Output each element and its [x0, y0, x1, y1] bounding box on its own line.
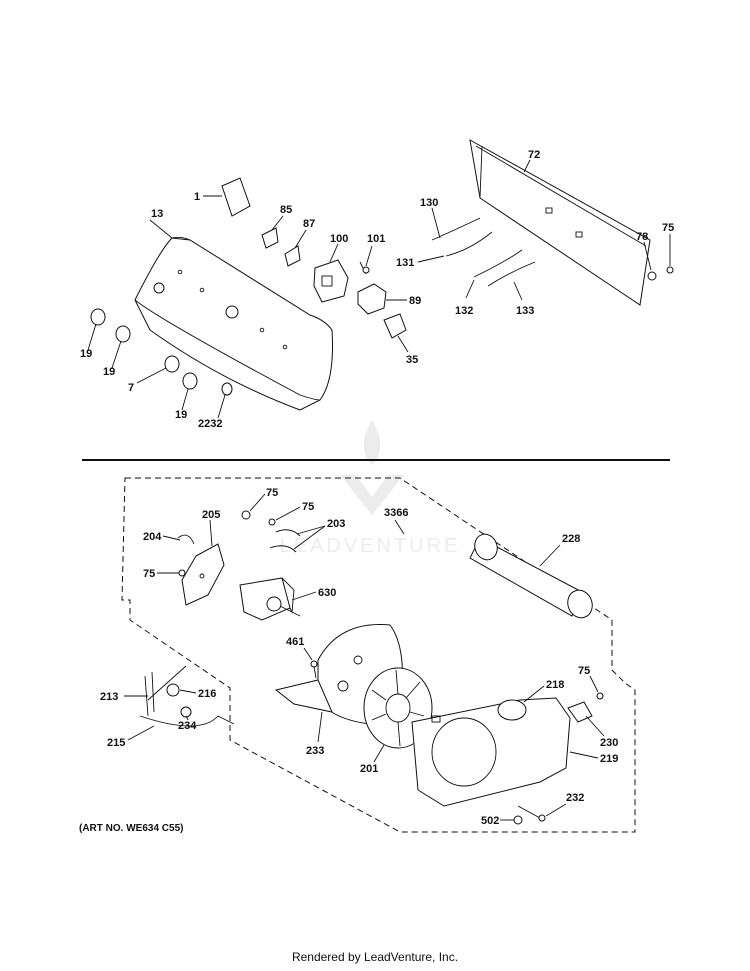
label-461: 461: [286, 636, 304, 648]
label-75a: 75: [662, 222, 674, 234]
label-218: 218: [546, 679, 564, 691]
label-19c: 19: [175, 409, 187, 421]
label-230: 230: [600, 737, 618, 749]
label-630: 630: [318, 587, 336, 599]
label-131: 131: [396, 257, 414, 269]
part-13-control-panel: 13: [134, 208, 333, 411]
part-72-rear-plate: 72: [469, 139, 651, 306]
label-233: 233: [306, 745, 324, 757]
part-218-thermostat: 218: [497, 679, 564, 721]
footer-credit: Rendered by LeadVenture, Inc.: [291, 950, 459, 964]
wire-harnesses: 130 131 132 133: [396, 197, 536, 317]
part-219-rear-duct: 219: [411, 697, 618, 807]
part-78-75-fasteners: 78 75: [636, 222, 674, 281]
label-87: 87: [303, 218, 315, 230]
assembly-outline: [121, 477, 636, 833]
label-2232: 2232: [198, 418, 222, 430]
label-132: 132: [455, 305, 473, 317]
part-228-vent-duct: 228: [469, 533, 593, 619]
art-number: (ART NO. WE634 C55): [79, 823, 183, 834]
part-461-screw: 461: [286, 636, 318, 679]
label-75d: 75: [302, 501, 314, 513]
label-201: 201: [360, 763, 378, 775]
label-216: 216: [198, 688, 216, 700]
label-234: 234: [178, 720, 197, 732]
knobs: 19 19 7 19 2232: [80, 308, 233, 430]
part-230-sensor: 75 230: [567, 665, 618, 749]
label-205: 205: [202, 509, 220, 521]
label-72: 72: [528, 149, 540, 161]
part-100-timer: 100 101: [313, 233, 385, 303]
part-232-502-screws: 232 502: [481, 792, 584, 827]
label-203: 203: [327, 518, 345, 530]
label-78: 78: [636, 231, 648, 243]
label-502: 502: [481, 815, 499, 827]
label-75e: 75: [578, 665, 590, 677]
label-13: 13: [151, 208, 163, 220]
label-3366: 3366: [384, 507, 408, 519]
label-213: 213: [100, 691, 118, 703]
label-228: 228: [562, 533, 580, 545]
label-1: 1: [194, 191, 200, 203]
label-89: 89: [409, 295, 421, 307]
label-219: 219: [600, 753, 618, 765]
label-75b: 75: [143, 568, 155, 580]
part-203-clips: 75 75 203: [241, 487, 345, 553]
part-89-35-switches: 89 35: [357, 283, 421, 366]
watermark: LEADVENTURE: [280, 420, 461, 557]
label-101: 101: [367, 233, 385, 245]
part-213-idler-assembly: 213 216 234 215: [100, 665, 235, 749]
part-85-87-switches: 85 87: [261, 204, 315, 267]
part-205-motor-bracket: 205 204 75: [143, 509, 225, 606]
watermark-text: LEADVENTURE: [280, 535, 461, 557]
label-19a: 19: [80, 348, 92, 360]
label-100: 100: [330, 233, 348, 245]
label-19b: 19: [103, 366, 115, 378]
label-35: 35: [406, 354, 418, 366]
label-232: 232: [566, 792, 584, 804]
label-215: 215: [107, 737, 125, 749]
part-1-label-card: 1: [194, 177, 251, 217]
label-130: 130: [420, 197, 438, 209]
label-85: 85: [280, 204, 292, 216]
label-75c: 75: [266, 487, 278, 499]
label-7: 7: [128, 382, 134, 394]
label-133: 133: [516, 305, 534, 317]
label-204: 204: [143, 531, 162, 543]
part-630-drive-motor: 630: [239, 577, 336, 621]
